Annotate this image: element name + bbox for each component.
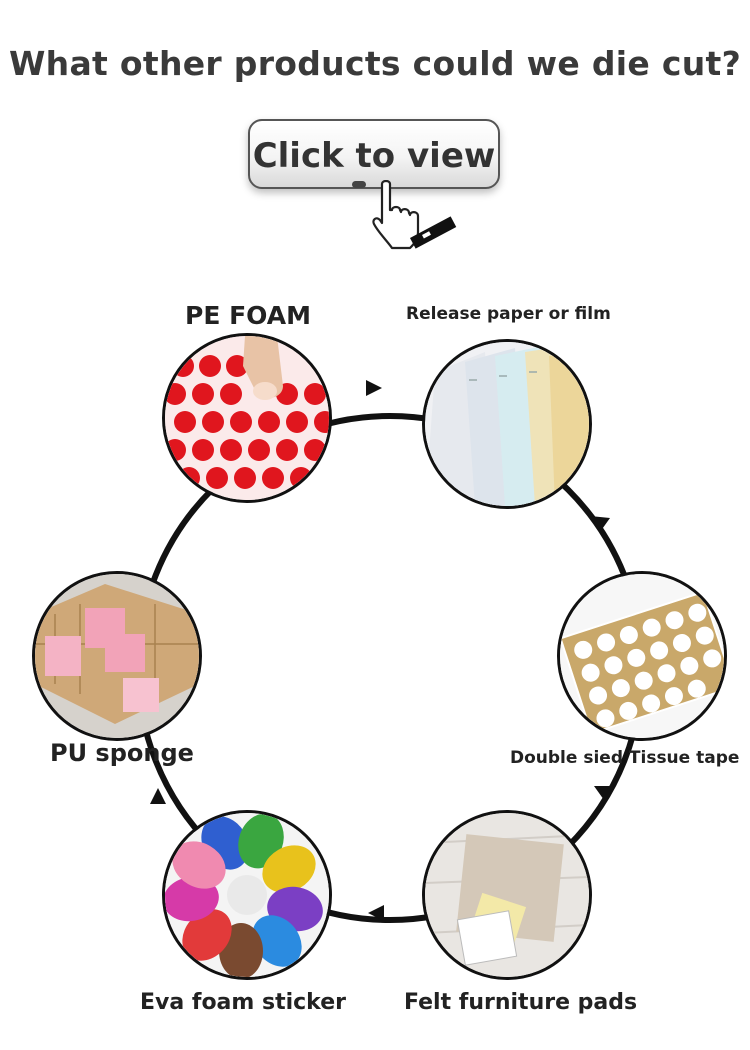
felt-pads-label: Felt furniture pads (404, 990, 638, 1015)
pu-sponge-label: PU sponge (50, 739, 194, 767)
hand-pointer-icon (372, 180, 457, 250)
headline: What other products could we die cut? (8, 44, 742, 83)
eva-sticker-image (162, 810, 332, 980)
release-paper-image (422, 339, 592, 509)
tissue-tape-label: Double sied Tissue tape (510, 748, 740, 768)
felt-pads-image (422, 810, 592, 980)
eva-sticker-label: Eva foam sticker (140, 990, 346, 1015)
release-paper-label: Release paper or film (406, 304, 611, 324)
button-indicator (352, 181, 366, 188)
click-to-view-button[interactable]: Click to view (248, 119, 500, 189)
pu-sponge-image (32, 571, 202, 741)
arrow-head-icon (150, 380, 614, 921)
tissue-tape-image (557, 571, 727, 741)
pe-foam-label: PE FOAM (185, 301, 311, 330)
pe-foam-image (162, 333, 332, 503)
